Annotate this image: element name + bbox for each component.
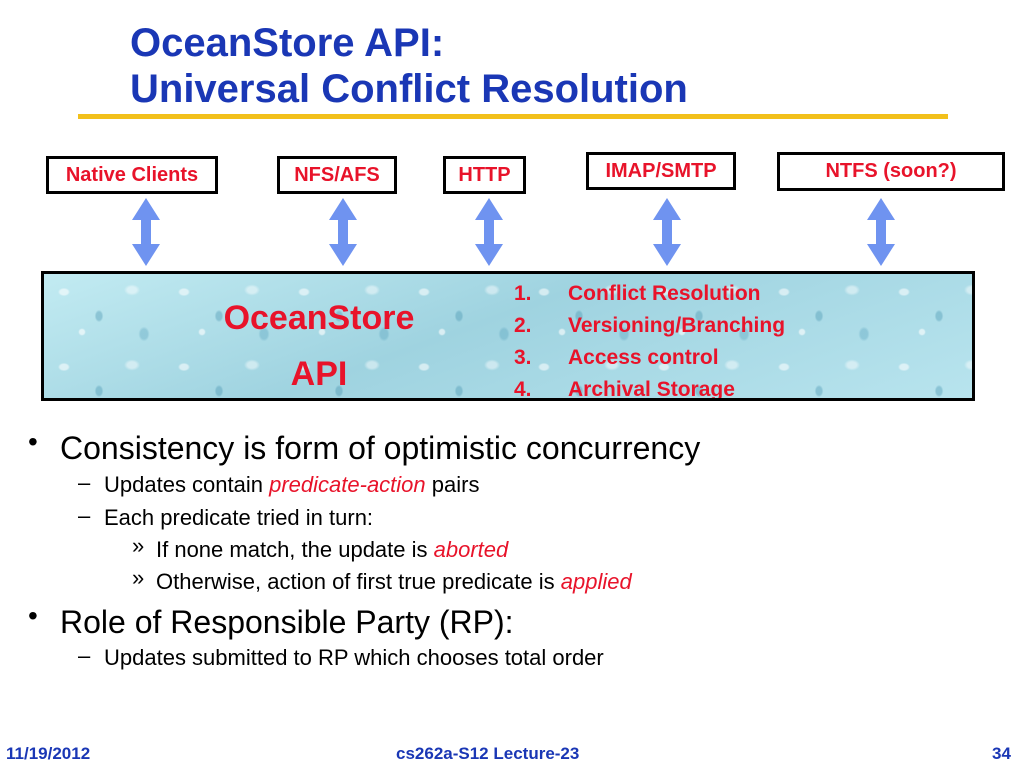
double-headed-arrow-icon bbox=[329, 198, 357, 266]
title-underline bbox=[78, 114, 948, 119]
sub-bullet-text: Each predicate tried in turn: bbox=[104, 505, 374, 530]
double-headed-arrow-icon bbox=[867, 198, 895, 266]
bullet-text: Role of Responsible Party (RP): bbox=[60, 604, 514, 640]
chevron-icon: » bbox=[132, 533, 145, 558]
footer-course: cs262a-S12 Lecture-23 bbox=[396, 744, 580, 763]
text-segment: Otherwise, action of first true predicat… bbox=[156, 569, 561, 594]
slide-title: OceanStore API: Universal Conflict Resol… bbox=[130, 20, 688, 112]
bullet-dot-icon: • bbox=[28, 600, 38, 631]
item-label: Conflict Resolution bbox=[568, 282, 761, 305]
footer-page-number: 34 bbox=[992, 744, 1011, 763]
protocol-label: Native Clients bbox=[65, 163, 199, 186]
oceanstore-api-box: OceanStore API 1. Conflict Resolution 2. V… bbox=[41, 271, 975, 401]
text-segment: Updates contain bbox=[104, 472, 270, 497]
double-headed-arrow-icon bbox=[132, 198, 160, 266]
api-title-line-2: API bbox=[290, 355, 348, 393]
item-number: 2. bbox=[514, 314, 532, 337]
sub-sub-bullet-text: Otherwise, action of first true predicat… bbox=[156, 569, 632, 595]
api-title: OceanStore API bbox=[204, 290, 434, 398]
dash-icon: – bbox=[78, 643, 91, 668]
protocol-label: IMAP/SMTP bbox=[605, 159, 717, 182]
protocol-label: NFS/AFS bbox=[294, 163, 380, 186]
protocol-label: HTTP bbox=[458, 163, 511, 186]
protocol-label: NTFS (soon?) bbox=[825, 160, 957, 182]
dash-icon: – bbox=[78, 470, 91, 495]
protocol-box-http: HTTP bbox=[443, 156, 526, 194]
item-label: Archival Storage bbox=[568, 378, 735, 401]
item-number: 4. bbox=[514, 378, 532, 401]
protocol-box-nfs-afs: NFS/AFS bbox=[277, 156, 397, 194]
item-number: 3. bbox=[514, 346, 532, 369]
sub-sub-bullet-text: If none match, the update is aborted bbox=[156, 537, 508, 563]
double-headed-arrow-icon bbox=[475, 198, 503, 266]
api-feature-list: 1. Conflict Resolution 2. Versioning/Branc… bbox=[514, 278, 785, 401]
text-segment: pairs bbox=[425, 472, 480, 497]
api-title-line-1: OceanStore bbox=[223, 299, 415, 337]
api-feature-item: 1. Conflict Resolution bbox=[514, 278, 785, 310]
item-label: Versioning/Branching bbox=[568, 314, 786, 337]
slide-title-line-2: Universal Conflict Resolution bbox=[130, 67, 688, 111]
item-label: Access control bbox=[568, 346, 719, 369]
bullet-text: Consistency is form of optimistic concur… bbox=[60, 430, 701, 466]
double-headed-arrow-icon bbox=[653, 198, 681, 266]
protocol-box-ntfs: NTFS (soon?) bbox=[777, 152, 1005, 191]
api-feature-item: 3. Access control bbox=[514, 342, 785, 374]
chevron-icon: » bbox=[132, 565, 145, 590]
api-feature-item: 2. Versioning/Branching bbox=[514, 310, 785, 342]
sub-bullet-text: Updates contain predicate-action pairs bbox=[104, 472, 479, 498]
text-segment: If none match, the update is bbox=[156, 537, 434, 562]
bullet-dot-icon: • bbox=[28, 426, 38, 457]
protocol-box-imap-smtp: IMAP/SMTP bbox=[586, 152, 736, 190]
dash-icon: – bbox=[78, 503, 91, 528]
item-number: 1. bbox=[514, 282, 532, 305]
slide-title-line-1: OceanStore API: bbox=[130, 21, 445, 65]
emphasis-text: applied bbox=[560, 569, 632, 594]
emphasis-text: aborted bbox=[433, 537, 509, 562]
emphasis-text: predicate-action bbox=[269, 472, 426, 497]
footer-date: 11/19/2012 bbox=[6, 744, 91, 763]
api-feature-item: 4. Archival Storage bbox=[514, 374, 785, 401]
sub-bullet-text: Updates submitted to RP which chooses to… bbox=[104, 645, 604, 670]
protocol-box-native-clients: Native Clients bbox=[46, 156, 218, 194]
